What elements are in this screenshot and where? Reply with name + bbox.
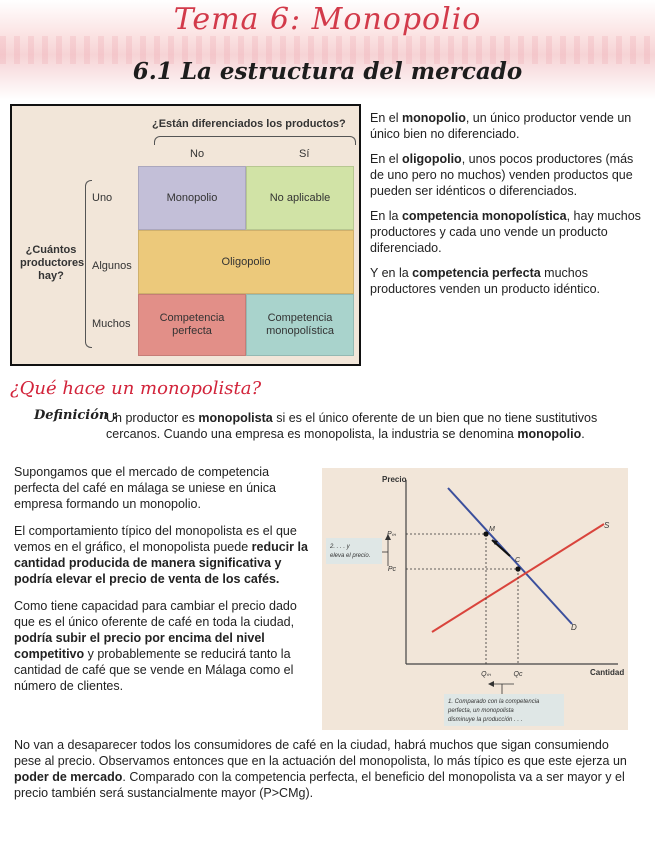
quantity-drop-arrowhead [488,681,494,687]
explanation-text: Supongamos que el mercado de competencia… [14,464,314,705]
supply-label: S [604,521,610,530]
section-subtitle: 6.1 La estructura del mercado [132,58,523,85]
cell-monopolio: Monopolio [138,166,246,230]
note1-line1: 1. Comparado con la competencia [448,699,540,705]
graph-svg: Precio Cantidad S D M C Pₘ Pᴄ Qₘ Qᴄ 2. .… [326,475,624,726]
note2-box [326,538,382,564]
price-rise-arrowhead [385,534,391,540]
x-axis-label: Cantidad [590,668,624,677]
cell-competencia-monopolistica: Competencia monopolística [246,294,354,356]
demand-label: D [571,623,577,632]
pc-label: Pᴄ [388,566,397,573]
header-banner [0,0,655,100]
point-c-label: C [515,557,521,564]
question-producers: ¿Cuántos productores hay? [20,244,85,282]
paragraph-oligopolio: En el oligopolio, unos pocos productores… [370,152,634,198]
definition-label: Definición : [34,408,118,423]
note2-line2: eleva el precio. [330,553,370,559]
cell-no-aplicable: No aplicable [246,166,354,230]
market-types-text: En el monopolio, un único productor vend… [370,110,650,306]
paragraph-supongamos: Supongamos que el mercado de competencia… [14,465,276,511]
paragraph-capacidad: Como tiene capacidad para cambiar el pre… [14,599,297,693]
column-header-si: Sí [299,148,310,160]
note1-box [444,694,564,726]
pm-label: Pₘ [387,531,397,538]
row-header-algunos: Algunos [92,260,132,272]
cell-competencia-perfecta: Competencia perfecta [138,294,246,356]
conclusion-text: No van a desaparecer todos los consumido… [14,738,627,800]
definition-text: Un productor es monopolista si es el úni… [106,411,598,441]
note1-line3: disminuye la producción . . . [448,717,522,723]
monopoly-graph: Precio Cantidad S D M C Pₘ Pᴄ Qₘ Qᴄ 2. .… [322,468,628,730]
paragraph-monopolio: En el monopolio, un único productor vend… [370,111,632,141]
note2-line1: 2. . . . y [329,544,351,550]
point-m [483,531,489,537]
row-header-uno: Uno [92,192,113,204]
market-structure-figure: ¿Están diferenciados los productos? No S… [10,104,361,366]
cell-oligopolio: Oligopolio [138,230,354,294]
paragraph-competencia-monopolistica: En la competencia monopolística, hay muc… [370,209,641,255]
point-c [515,566,521,572]
top-brace [154,136,356,145]
paragraph-competencia-perfecta: Y en la competencia perfecta muchos prod… [370,266,601,296]
movement-arrowhead [492,540,498,545]
row-header-muchos: Muchos [92,318,131,330]
note1-line2: perfecta, un monopolista [447,708,514,714]
qc-label: Qᴄ [514,671,523,678]
y-axis-label: Precio [382,475,407,484]
column-header-no: No [190,148,205,160]
left-brace [85,180,92,348]
question-differentiated: ¿Están diferenciados los productos? [152,118,346,130]
page-title: Tema 6: Monopolio [173,2,482,37]
section-heading: ¿Qué hace un monopolista? [10,378,262,399]
qm-label: Qₘ [481,671,491,678]
paragraph-comportamiento: El comportamiento típico del monopolista… [14,524,308,586]
point-m-label: M [489,526,495,533]
